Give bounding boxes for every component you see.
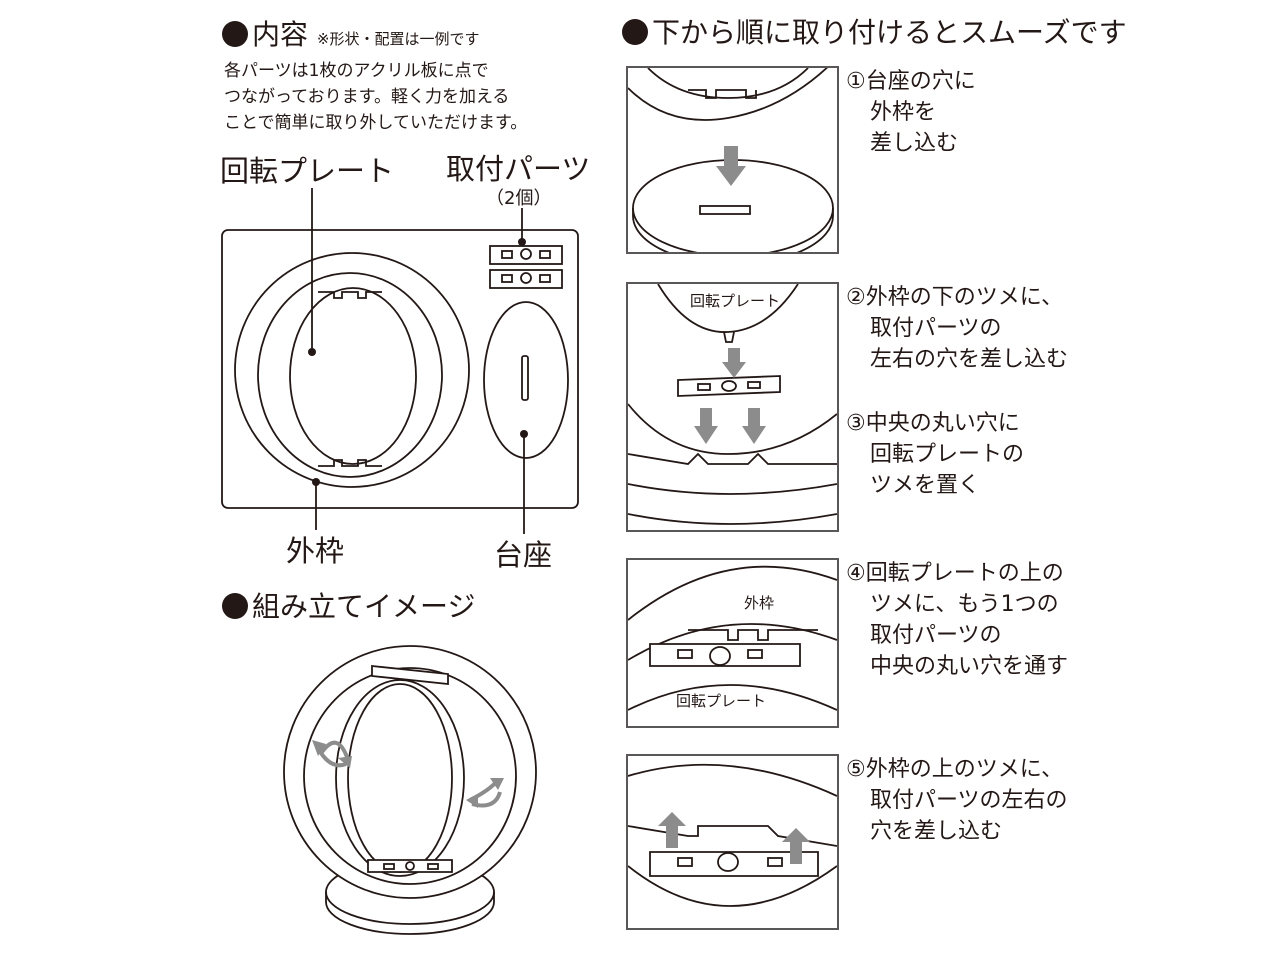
step1-text: ①台座の穴に 外枠を 差し込む	[846, 69, 976, 156]
step4-frame-label: 外枠	[744, 594, 775, 612]
acrylic-sheet-outline	[221, 229, 579, 509]
bullet-icon	[622, 19, 648, 45]
step2-text: ②外枠の下のツメに、 取付パーツの 左右の穴を差し込む	[846, 285, 1069, 372]
step1-panel	[626, 66, 839, 254]
steps-heading: 下から順に取り付けるとスムーズです	[622, 16, 1127, 50]
description-line: ことで簡単に取り外していただけます。	[224, 113, 528, 133]
label-rotating-plate: 回転プレート	[220, 154, 395, 188]
assembly-heading: 組み立てイメージ	[222, 590, 475, 624]
label-mounting-parts-count: （2個）	[486, 188, 552, 209]
mounting-part-shape	[489, 245, 563, 265]
description-line: 各パーツは1枚のアクリル板に点で	[224, 61, 489, 81]
step4-plate-label: 回転プレート	[676, 692, 767, 710]
label-mounting-parts: 取付パーツ	[446, 152, 591, 186]
contents-heading: 内容 ※形状・配置は一例です	[222, 18, 480, 56]
bullet-icon	[222, 593, 248, 619]
mounting-part-shape	[489, 269, 563, 289]
base-shape	[483, 301, 569, 459]
rotation-arrow-icon	[316, 740, 502, 808]
step2-3-panel: 回転プレート	[626, 282, 839, 532]
step4-panel: 外枠 回転プレート	[626, 558, 839, 728]
description-line: つながっております。軽く力を加える	[224, 87, 510, 107]
step2-plate-label: 回転プレート	[690, 292, 781, 310]
step5-panel	[626, 754, 839, 930]
label-outer-frame: 外枠	[286, 534, 345, 568]
step3-text: ③中央の丸い穴に 回転プレートの ツメを置く	[846, 411, 1025, 498]
outer-frame-shape	[234, 252, 470, 488]
contents-description: 各パーツは1枚のアクリル板に点で つながっております。軽く力を加える ことで簡単…	[224, 58, 527, 136]
bullet-icon	[222, 21, 248, 47]
rotating-plate-shape	[289, 287, 417, 465]
step5-text: ⑤外枠の上のツメに、 取付パーツの左右の 穴を差し込む	[846, 757, 1068, 844]
step4-text: ④回転プレートの上の ツメに、もう1つの 取付パーツの 中央の丸い穴を通す	[846, 561, 1069, 679]
label-base: 台座	[494, 538, 553, 572]
contents-heading-note: ※形状・配置は一例です	[316, 30, 480, 48]
